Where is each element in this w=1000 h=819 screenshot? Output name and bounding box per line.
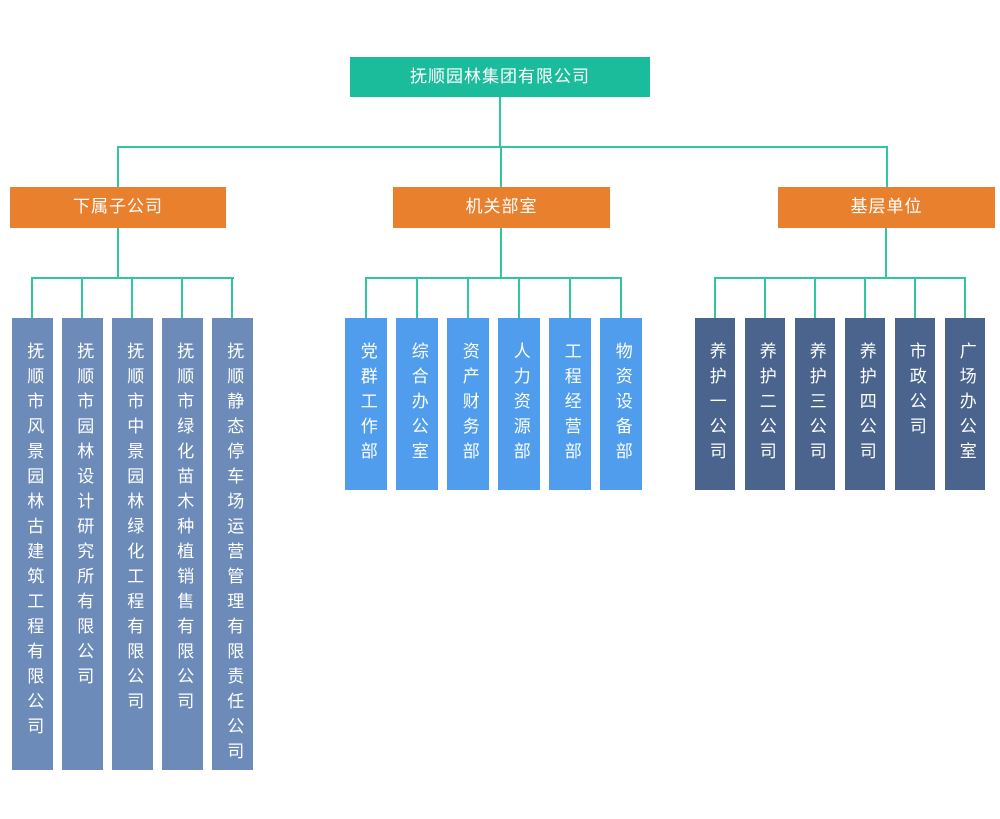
- connector-line: [117, 146, 119, 187]
- subsidiaries-row: 抚顺市风景园林古建筑工程有限公司 抚顺市园林设计研究所有限公司 抚顺市中景园林绿…: [12, 318, 253, 770]
- unit-node-label: 养护一公司: [705, 342, 726, 467]
- group-header-subsidiaries: 下属子公司: [10, 187, 226, 228]
- department-node: 人力资源部: [498, 318, 540, 490]
- unit-node: 养护四公司: [845, 318, 885, 490]
- connector-line: [500, 228, 502, 277]
- subsidiary-node: 抚顺市园林设计研究所有限公司: [62, 318, 103, 770]
- subsidiary-node: 抚顺静态停车场运营管理有限责任公司: [212, 318, 253, 770]
- department-node: 党群工作部: [345, 318, 387, 490]
- connector-line: [181, 277, 183, 318]
- subsidiary-node-label: 抚顺市园林设计研究所有限公司: [73, 342, 94, 692]
- subsidiary-node-label: 抚顺市绿化苗木种植销售有限公司: [173, 342, 194, 717]
- connector-line: [231, 277, 233, 318]
- unit-node: 养护二公司: [745, 318, 785, 490]
- connector-line: [500, 146, 502, 187]
- connector-line: [964, 277, 966, 318]
- departments-row: 党群工作部 综合办公室 资产财务部 人力资源部 工程经营部 物资设备部: [345, 318, 642, 490]
- connector-line: [518, 277, 520, 318]
- department-node: 资产财务部: [447, 318, 489, 490]
- subsidiary-node: 抚顺市风景园林古建筑工程有限公司: [12, 318, 53, 770]
- unit-node: 市政公司: [895, 318, 935, 490]
- subsidiary-node: 抚顺市绿化苗木种植销售有限公司: [162, 318, 203, 770]
- connector-line: [416, 277, 418, 318]
- units-row: 养护一公司 养护二公司 养护三公司 养护四公司 市政公司 广场办公室: [695, 318, 985, 490]
- subsidiary-node-label: 抚顺市中景园林绿化工程有限公司: [123, 342, 144, 717]
- department-node-label: 物资设备部: [611, 342, 632, 467]
- department-node-label: 资产财务部: [458, 342, 479, 467]
- connector-line: [886, 146, 888, 187]
- department-node: 工程经营部: [549, 318, 591, 490]
- connector-line: [764, 277, 766, 318]
- department-node-label: 综合办公室: [407, 342, 428, 467]
- unit-node: 养护一公司: [695, 318, 735, 490]
- department-node: 物资设备部: [600, 318, 642, 490]
- unit-node-label: 市政公司: [905, 342, 926, 442]
- unit-node-label: 养护二公司: [755, 342, 776, 467]
- connector-line: [365, 277, 367, 318]
- connector-line: [117, 146, 888, 148]
- connector-line: [81, 277, 83, 318]
- connector-line: [569, 277, 571, 318]
- connector-line: [499, 97, 501, 146]
- subsidiary-node: 抚顺市中景园林绿化工程有限公司: [112, 318, 153, 770]
- unit-node-label: 养护四公司: [855, 342, 876, 467]
- connector-line: [31, 277, 33, 318]
- group-header-units: 基层单位: [778, 187, 995, 228]
- connector-line: [117, 228, 119, 277]
- subsidiary-node-label: 抚顺静态停车场运营管理有限责任公司: [223, 342, 244, 767]
- connector-line: [620, 277, 622, 318]
- connector-line: [885, 228, 887, 277]
- connector-line: [914, 277, 916, 318]
- connector-line: [365, 277, 622, 279]
- subsidiary-node-label: 抚顺市风景园林古建筑工程有限公司: [23, 342, 44, 742]
- root-node: 抚顺园林集团有限公司: [350, 57, 650, 97]
- department-node-label: 党群工作部: [356, 342, 377, 467]
- unit-node: 养护三公司: [795, 318, 835, 490]
- unit-node-label: 广场办公室: [955, 342, 976, 467]
- department-node-label: 工程经营部: [560, 342, 581, 467]
- connector-line: [714, 277, 966, 279]
- connector-line: [714, 277, 716, 318]
- group-header-departments: 机关部室: [393, 187, 610, 228]
- connector-line: [864, 277, 866, 318]
- unit-node: 广场办公室: [945, 318, 985, 490]
- unit-node-label: 养护三公司: [805, 342, 826, 467]
- department-node-label: 人力资源部: [509, 342, 530, 467]
- department-node: 综合办公室: [396, 318, 438, 490]
- connector-line: [467, 277, 469, 318]
- connector-line: [814, 277, 816, 318]
- connector-line: [131, 277, 133, 318]
